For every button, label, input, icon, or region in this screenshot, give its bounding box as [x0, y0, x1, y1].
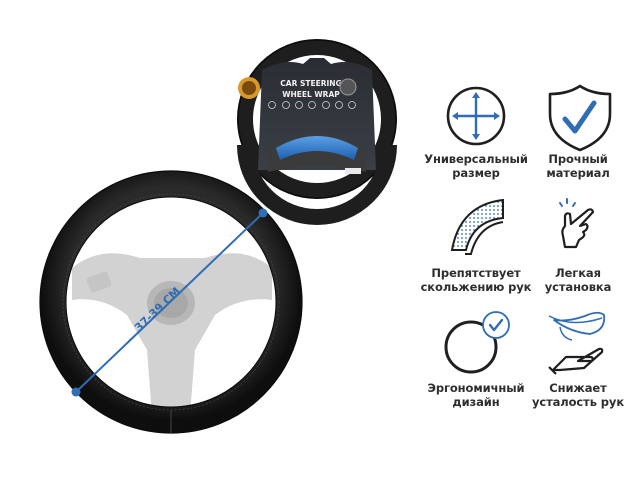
shield-check-icon — [548, 84, 612, 152]
dimension-line — [75, 212, 264, 393]
feature-label-line1: Легкая — [555, 266, 601, 280]
feature-label-line1: Препятствует — [431, 266, 521, 280]
feature-anti-slip: Препятствует скольжению рук — [416, 266, 536, 294]
feature-durable-material: Прочный материал — [518, 152, 638, 180]
feature-label-line1: Снижает — [549, 381, 607, 395]
steering-wheel-image: 37-39 CM — [39, 170, 303, 434]
arrows-cross-circle-icon — [446, 86, 506, 146]
dimension-endpoint-bottom — [71, 387, 81, 397]
feature-universal-size: Универсальный размер — [416, 152, 536, 180]
circle-check-icon — [444, 311, 510, 374]
perforated-arc-icon — [450, 198, 504, 255]
feature-label-line2: установка — [544, 279, 612, 294]
hand-tap-icon — [559, 198, 595, 249]
feature-label-line2: размер — [452, 165, 500, 180]
package-title-line1: CAR STEERING — [280, 79, 341, 88]
feature-reduces-fatigue: Снижает усталость рук — [518, 381, 638, 409]
feature-easy-install: Легкая установка — [518, 266, 638, 294]
feature-label-line2: материал — [546, 165, 610, 180]
feather-hand-icon — [548, 311, 606, 375]
feature-label-line2: скольжению рук — [420, 279, 532, 294]
feature-label-line2: усталость рук — [531, 394, 625, 409]
package-title-line2: WHEEL WRAP — [282, 90, 340, 99]
packaged-wheel-image: CAR STEERING WHEEL WRAP — [237, 39, 397, 225]
feature-label-line2: дизайн — [452, 394, 500, 409]
feature-label-line1: Универсальный — [424, 152, 528, 166]
feature-label-line1: Прочный — [548, 152, 608, 166]
dimension-endpoint-top — [258, 208, 268, 218]
feature-ergonomic-design: Эргономичный дизайн — [416, 381, 536, 409]
feature-label-line1: Эргономичный — [427, 381, 525, 395]
